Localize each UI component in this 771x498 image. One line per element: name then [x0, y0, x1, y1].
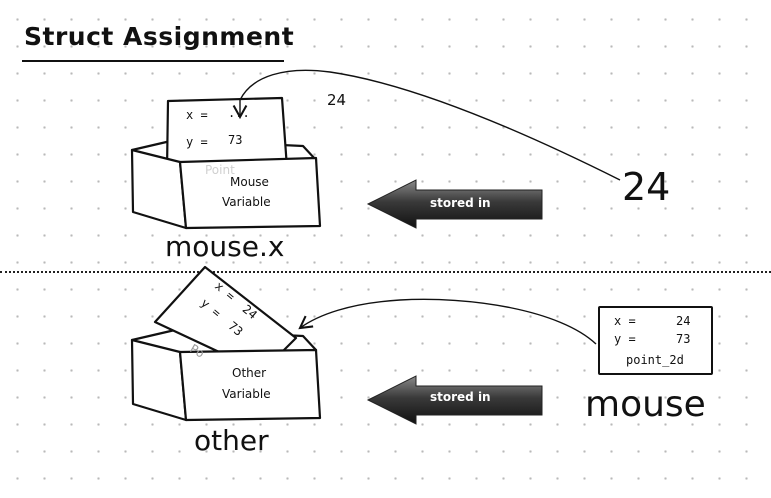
other-box-line1: Other [232, 366, 267, 380]
other-box-front [178, 348, 322, 422]
mouse-x-card-y-value: 73 [228, 133, 243, 147]
mouse-x-box-line2: Variable [222, 195, 271, 209]
other-box-group [130, 265, 322, 422]
title-underline [22, 60, 284, 62]
other-curve-arrow [298, 298, 597, 345]
stored-in-label-bottom: stored in [430, 390, 491, 404]
stored-in-arrow-top [366, 179, 543, 229]
mouse-struct-card: x = 24 y = 73 point_2d [598, 306, 713, 375]
mouse-struct-x-label: x = [614, 314, 636, 328]
mouse-x-box-line1: Mouse [230, 175, 269, 189]
mouse-x-card-x-label: x = [186, 108, 208, 122]
other-card-y-label: y = [198, 295, 224, 321]
other-box-left [130, 338, 188, 422]
mouse-struct-x-value: 24 [676, 314, 691, 328]
other-card-x-value: 24 [239, 302, 260, 323]
mouse-x-variable-name: mouse.x [165, 230, 285, 263]
mouse-x-card-x-value: ... [228, 106, 250, 120]
stored-in-label-top: stored in [430, 196, 491, 210]
mouse-x-card-faint-label: Point [205, 163, 235, 177]
diagram-title: Struct Assignment [24, 22, 295, 51]
mouse-x-curve-arrow [232, 69, 621, 181]
mouse-x-box-group [130, 96, 322, 230]
mouse-struct-y-label: y = [614, 332, 636, 346]
stored-in-arrow-bottom [366, 375, 543, 425]
mouse-struct-y-value: 73 [676, 332, 691, 346]
mouse-struct-type-name: point_2d [626, 353, 684, 367]
mouse-x-card-y-label: y = [186, 135, 208, 149]
mouse-x-box-left [130, 148, 188, 230]
source-name-mouse: mouse [585, 384, 706, 425]
mouse-x-box-front [178, 156, 322, 230]
other-card-y-value: 73 [225, 318, 246, 339]
other-card-x-label: x = [212, 278, 238, 304]
other-variable-name: other [194, 424, 269, 457]
flying-value-24: 24 [327, 91, 347, 109]
section-divider [0, 271, 771, 273]
source-value-24: 24 [622, 165, 671, 209]
other-box-line2: Variable [222, 387, 271, 401]
